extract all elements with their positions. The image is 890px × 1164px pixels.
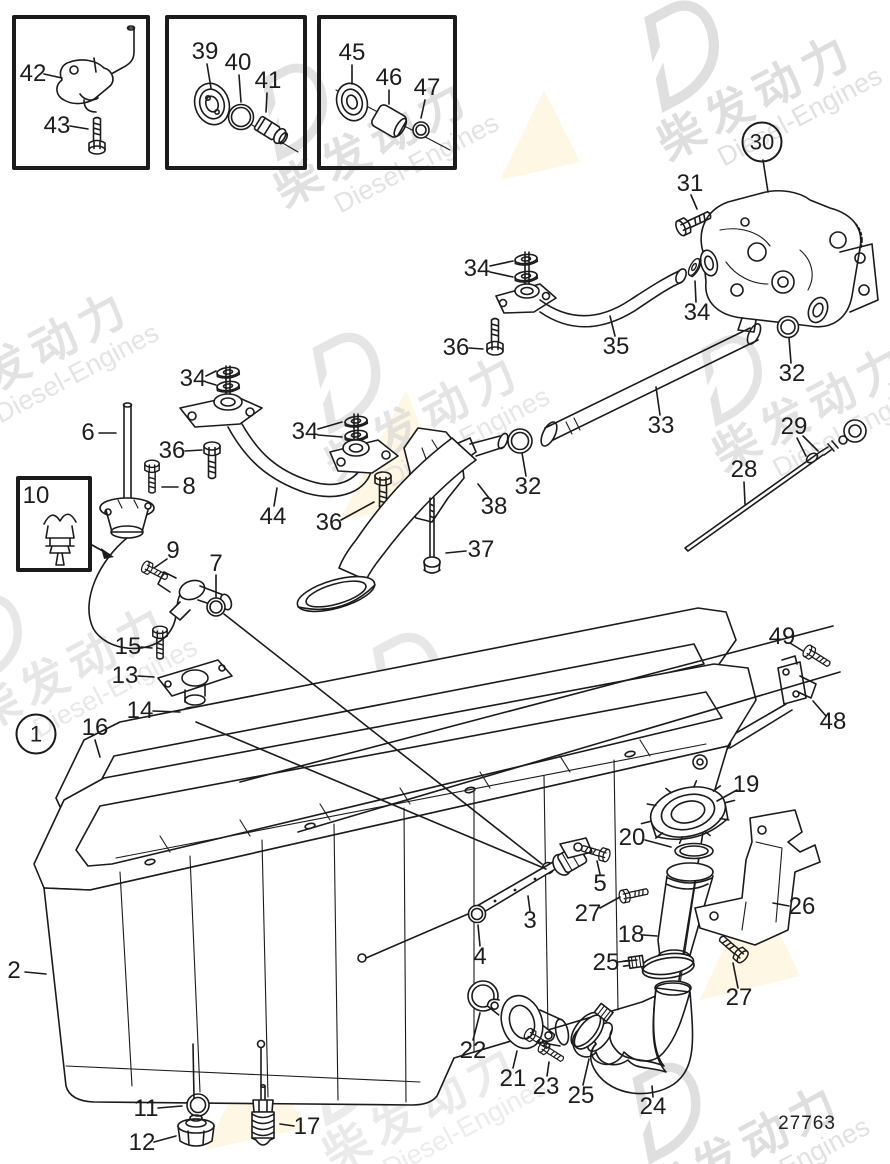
callout-29: 29 [780, 413, 808, 440]
callout-49: 49 [768, 623, 796, 650]
callout-31: 31 [676, 170, 704, 197]
part-oil-pipe-44 [179, 365, 399, 510]
callout-25: 25 [592, 949, 620, 976]
callout-45: 45 [338, 39, 366, 66]
part-dipstick [684, 419, 867, 552]
callout-25: 25 [567, 1082, 595, 1109]
inset-box-seal-45 [317, 15, 457, 170]
callout-4: 4 [473, 943, 487, 970]
callout-43: 43 [43, 112, 71, 139]
callout-27: 27 [725, 984, 753, 1011]
callout-24: 24 [639, 1093, 667, 1120]
callout-10: 10 [22, 482, 50, 509]
inset-box-clip-10 [16, 476, 114, 572]
part-level-tube [467, 837, 650, 924]
callout-21: 21 [499, 1065, 527, 1092]
leader-lines [24, 63, 841, 1143]
callout-12: 12 [128, 1129, 156, 1156]
callout-28: 28 [730, 456, 758, 483]
callout-1-circled: 1 [15, 713, 57, 755]
callout-7: 7 [209, 550, 223, 577]
part-oil-pipe-35 [486, 251, 704, 356]
callout-8: 8 [182, 473, 196, 500]
drawing-number: 27763 [778, 1113, 836, 1134]
callout-38: 38 [480, 493, 508, 520]
callout-6: 6 [81, 419, 95, 446]
callout-18: 18 [617, 921, 645, 948]
callout-17: 17 [293, 1113, 321, 1140]
callout-36: 36 [442, 334, 470, 361]
part-oil-pan [33, 663, 757, 1106]
part-bracket-26 [694, 809, 821, 966]
callout-41: 41 [254, 67, 282, 94]
callout-11: 11 [133, 1095, 159, 1122]
callout-27: 27 [574, 900, 602, 927]
part-oil-filler [570, 780, 736, 1095]
callout-13: 13 [111, 662, 139, 689]
part-oil-sensor-17 [251, 1084, 275, 1146]
callout-14: 14 [126, 697, 154, 724]
callout-5: 5 [593, 870, 607, 897]
part-drain-plug [177, 1093, 215, 1147]
callout-15: 15 [114, 633, 142, 660]
callout-26: 26 [788, 893, 816, 920]
callout-40: 40 [224, 49, 252, 76]
callout-34: 34 [683, 299, 711, 326]
part-bracket-48 [718, 643, 834, 752]
callout-3: 3 [523, 907, 537, 934]
callout-22: 22 [459, 1037, 487, 1064]
inset-box-bracket-42 [12, 15, 150, 170]
callout-23: 23 [532, 1073, 560, 1100]
callout-16: 16 [81, 714, 109, 741]
callout-34: 34 [179, 365, 207, 392]
callout-42: 42 [19, 60, 47, 87]
callout-46: 46 [375, 64, 403, 91]
callout-39: 39 [191, 38, 219, 65]
callout-34: 34 [291, 418, 319, 445]
callout-20: 20 [618, 824, 646, 851]
callout-37: 37 [467, 536, 495, 563]
inset-box-plug-39 [165, 15, 307, 170]
part-suction-pipe-38 [296, 427, 509, 613]
callout-32: 32 [514, 473, 542, 500]
callout-33: 33 [647, 412, 675, 439]
callout-9: 9 [166, 537, 180, 564]
callout-48: 48 [819, 708, 847, 735]
callout-47: 47 [413, 74, 441, 101]
callout-19: 19 [732, 771, 760, 798]
callout-30-circled: 30 [741, 121, 783, 163]
callout-35: 35 [602, 333, 630, 360]
callout-32: 32 [778, 360, 806, 387]
callout-34: 34 [463, 255, 491, 282]
callout-2: 2 [7, 957, 21, 984]
part-oil-level-sensor [88, 402, 233, 650]
part-hose-connector [467, 980, 570, 1066]
callout-36: 36 [315, 509, 343, 536]
callout-44: 44 [259, 503, 287, 530]
part-oil-pipe-33 [507, 315, 800, 454]
callout-36: 36 [158, 437, 186, 464]
part-oil-pump [673, 190, 879, 333]
